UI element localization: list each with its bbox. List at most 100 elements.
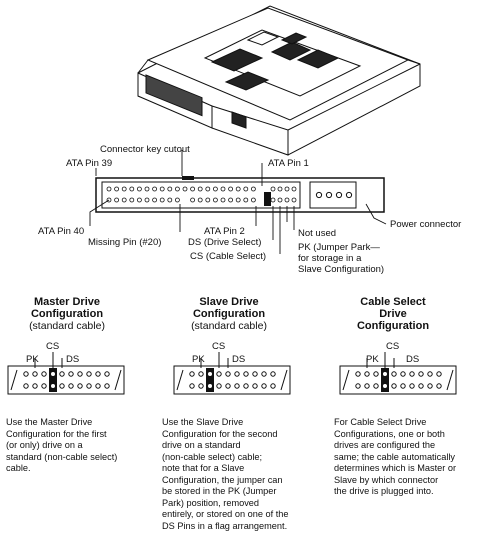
jumper-shunt [49, 368, 57, 392]
jumper-block-pin [23, 383, 29, 389]
jumper-block-pin [243, 383, 249, 389]
jumper-label-ticks [34, 352, 63, 368]
jumper-block-pin [198, 383, 204, 389]
connector-pin [129, 186, 135, 192]
jumper-pin [284, 186, 290, 192]
jumper-blocks [7, 352, 457, 395]
missing-pin-label: Missing Pin (#20) [88, 237, 162, 248]
cable-select-cs-label: CS [386, 341, 400, 352]
jumper-block-pin [355, 383, 361, 389]
jumper-block-pin [216, 371, 222, 377]
jumper-block-pin [86, 371, 92, 377]
slave-config-title: Slave Drive Configuration(standard cable… [162, 296, 296, 332]
pk-label: PK (Jumper Park— for storage in a Slave … [298, 242, 385, 275]
jumper-block-pin [400, 371, 406, 377]
jumper-pin [270, 197, 276, 203]
connector-pin [167, 186, 173, 192]
ata-pin-39-label: ATA Pin 39 [66, 158, 113, 169]
connector-pin [129, 197, 135, 203]
jumper-block [173, 352, 291, 395]
connector-pin [243, 197, 249, 203]
ata-connector [95, 176, 385, 213]
break-mark [176, 369, 184, 391]
jumper-block-pin [86, 383, 92, 389]
connector-pin [159, 186, 165, 192]
connector-pin [243, 186, 249, 192]
ds-label: DS (Drive Select) [188, 237, 262, 248]
jumper-shunt [206, 368, 214, 392]
slave-ds-label: DS [232, 354, 246, 365]
connector-pin [250, 186, 256, 192]
jumper-block-pin [198, 371, 204, 377]
connector-pin [220, 197, 226, 203]
jumper-block-pin [95, 383, 101, 389]
jumper-shunt-pin [383, 372, 387, 376]
jumper-block-pin [409, 383, 415, 389]
jumper-block-pin [391, 383, 397, 389]
jumper-block-pin [409, 371, 415, 377]
slave-pk-label: PK [192, 354, 205, 365]
break-mark [280, 369, 288, 391]
jumper-block-pin [225, 383, 231, 389]
master-subtitle: (standard cable) [29, 320, 105, 332]
jumper-pin [284, 197, 290, 203]
jumper-block-pin [427, 371, 433, 377]
jumper-block-pin [391, 371, 397, 377]
connector-pin [121, 186, 127, 192]
jumper-block-pin [234, 371, 240, 377]
jumper-block-pin [418, 371, 424, 377]
cable-select-title-text: Cable Select Drive Configuration [356, 296, 430, 332]
connector-pin [174, 186, 180, 192]
break-mark [114, 369, 122, 391]
connector-pin [121, 197, 127, 203]
jumper-shunt-pin [383, 384, 387, 388]
jumper-block-pin [32, 371, 38, 377]
ata-pin-40-label: ATA Pin 40 [38, 226, 85, 237]
jumper-block-pin [23, 371, 29, 377]
connector-pin [167, 197, 173, 203]
jumper-block-pin [270, 383, 276, 389]
jumper-block-pin [252, 383, 258, 389]
slave-description: Use the Slave Drive Configuration for th… [162, 417, 289, 531]
power-connector-label: Power connector [390, 219, 462, 230]
ata-pin-2-label: ATA Pin 2 [204, 226, 245, 237]
cable-select-ds-label: DS [406, 354, 420, 365]
connector-pin [159, 197, 165, 203]
jumper-block-pin [400, 383, 406, 389]
jumper-shunt-pin [208, 372, 212, 376]
cable-select-pk-label: PK [366, 354, 379, 365]
master-cs-label: CS [46, 341, 60, 352]
connector-pin [174, 197, 180, 203]
not-used-label: Not used [298, 228, 337, 239]
jumper-pin [277, 186, 283, 192]
jumper-block [7, 352, 125, 395]
jumper-block-pin [68, 371, 74, 377]
cable-select-config-title: Cable Select Drive Configuration [326, 296, 460, 332]
connector-pin [190, 186, 196, 192]
jumper-block-pin [225, 371, 231, 377]
ata-pin-1-label: ATA Pin 1 [268, 158, 309, 169]
connector-pin [228, 197, 234, 203]
hard-drive-illustration [137, 5, 421, 156]
jumper-block-pin [355, 371, 361, 377]
connector-pin [152, 197, 158, 203]
connector-pin [106, 186, 112, 192]
jumper-block-pin [68, 383, 74, 389]
connector-pin [136, 186, 142, 192]
jumper-block-pin [95, 371, 101, 377]
jumper-block-pin [418, 383, 424, 389]
jumper-block-pin [364, 383, 370, 389]
connector-pin [136, 197, 142, 203]
jumper-block-pin [234, 383, 240, 389]
slave-title-text: Slave Drive Configuration [192, 296, 266, 320]
jumper-block-pin [427, 383, 433, 389]
connector-pin [197, 197, 203, 203]
jumper-block-pin [216, 383, 222, 389]
connector-pin [220, 186, 226, 192]
jumper-pin [291, 186, 297, 192]
master-pk-label: PK [26, 354, 39, 365]
jumper-block-outline [7, 365, 125, 395]
jumper-block-pin [252, 371, 258, 377]
jumper-pin [277, 197, 283, 203]
